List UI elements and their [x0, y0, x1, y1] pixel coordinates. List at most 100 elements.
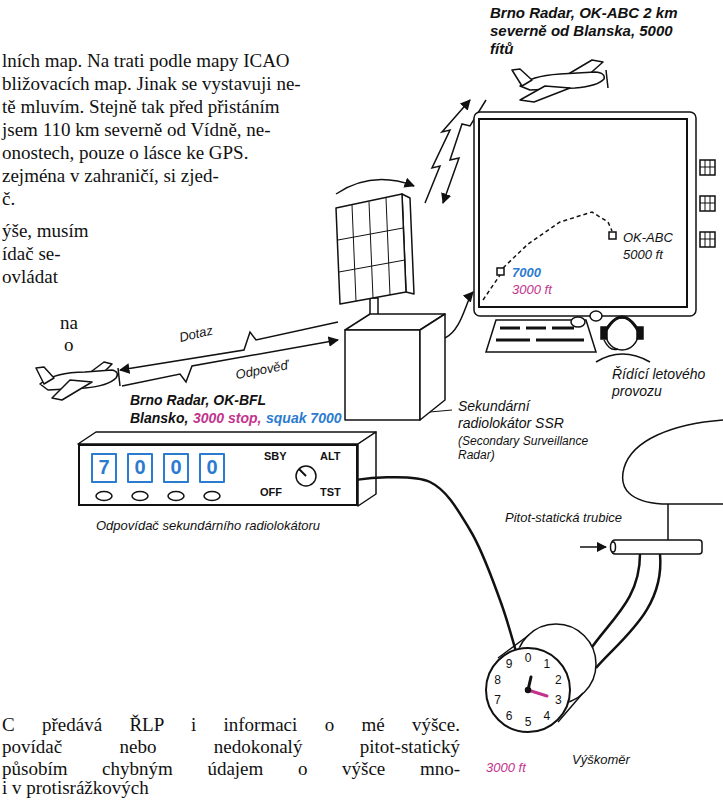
target-blip [497, 268, 504, 275]
transponder-panel: 7000SBYALTOFFTST [78, 444, 358, 506]
altitude-callout: 3000 stop, [193, 410, 261, 427]
aircraft-tail [512, 69, 532, 86]
body-text-line: zejména v zahraničí, si zjed- [2, 165, 219, 187]
transponder-top [78, 432, 376, 444]
pitot-caption: Pitot-statická trubice [505, 510, 622, 526]
code-knob [96, 492, 112, 501]
dial-numeral: 8 [491, 672, 505, 688]
code-digit: 0 [164, 455, 188, 479]
body-text-line: na [60, 312, 78, 334]
ssr-subcaption: (Secondary Surveillance Radar) [458, 434, 598, 463]
track-trail [503, 212, 612, 268]
body-text-line: C předává ŘLP i informaci o mé výšce. [2, 714, 460, 736]
altimeter-caption: Výškoměr [572, 752, 630, 768]
transponder-side [358, 432, 376, 506]
dial-numeral: 7 [491, 692, 505, 708]
aircraft-propeller [606, 70, 608, 88]
controller-hand [590, 311, 602, 321]
display-casing [474, 112, 696, 316]
mode-label: ALT [320, 450, 341, 463]
rotation-arrow [336, 180, 414, 194]
pedestal-front [345, 330, 420, 420]
code-knob [168, 492, 184, 501]
keys [496, 328, 584, 340]
code-digit: 7 [92, 455, 116, 479]
interrogation-reply [120, 322, 338, 386]
aircraft-wing [52, 380, 92, 400]
headphone-cup [637, 327, 643, 339]
transponder-caption: Odpovídač sekundárního radiolokátoru [96, 518, 320, 534]
headphones [604, 317, 640, 334]
reply-signal [122, 340, 338, 386]
code-windows [92, 454, 224, 482]
leader-line [430, 410, 452, 412]
body-text-line: ovládat [2, 266, 58, 288]
aircraft-callout: Brno Radar, OK-BFL [130, 392, 266, 409]
code-knob [132, 492, 148, 501]
body-text-line: povídač nebo nedokonalý pitot-statický [2, 736, 460, 758]
pitot-opening [611, 542, 616, 552]
ssr-caption: Sekundární radiolokátor SSR [458, 398, 588, 432]
altimeter-reading: 3000 ft [486, 760, 526, 776]
code-window [164, 454, 188, 482]
pressure-hose [596, 554, 660, 668]
dial-rim [486, 648, 570, 732]
dial-numeral: 0 [521, 650, 535, 666]
body-text-line: tě mluvím. Stejně tak před přistáním [2, 96, 280, 118]
altimeter-dial: 0123456789 [484, 646, 572, 734]
overhead-aircraft [512, 60, 608, 102]
aircraft-wing [520, 86, 570, 102]
aircraft-callout: Brno Radar, OK-ABC 2 km severně od Blans… [490, 4, 700, 58]
body-text-line: ýše, musím [2, 220, 89, 242]
dial-numeral: 6 [502, 708, 516, 724]
squawk-code: 7000 [512, 265, 541, 281]
mode-label: SBY [264, 450, 287, 463]
track-trail [483, 275, 500, 300]
dial-numeral: 5 [521, 714, 535, 730]
signal-label: Odpověď [234, 357, 290, 383]
radar-console [474, 112, 715, 362]
controller-hand [571, 317, 585, 327]
aircraft-callout: Blansko, [130, 410, 188, 427]
body-text-line: č. [2, 188, 15, 210]
signal-cable [358, 477, 515, 649]
altimeter-body [485, 624, 596, 733]
code-window [128, 454, 152, 482]
aircraft-tail [36, 367, 54, 384]
antenna-grid [338, 198, 405, 301]
controller-caption: Řídící letového provozu [612, 366, 716, 400]
signal-bolt [425, 100, 470, 203]
antenna-plate [336, 194, 406, 304]
code-digit: 0 [128, 455, 152, 479]
code-window [200, 454, 224, 482]
controller-shoulders [596, 354, 650, 362]
mode-dial [296, 466, 316, 486]
body-text-line: o [64, 334, 74, 356]
code-window [92, 454, 116, 482]
body-text-line: působím chybným údajem o výšce mno- [2, 758, 460, 780]
body-text-line: i v protisrážkových [2, 777, 149, 799]
pitot-strut [667, 504, 669, 540]
console-buttons [700, 160, 715, 247]
reported-altitude: 3000 ft [512, 282, 552, 298]
own-aircraft [36, 362, 120, 400]
pitot-assembly [580, 420, 723, 668]
signal-label: Dotaz [178, 323, 215, 346]
dial-numeral: 4 [540, 708, 554, 724]
body-text-line: bližovacích map. Jinak se vystavuji ne- [2, 73, 301, 95]
wing-outline [623, 420, 723, 504]
body-text-line: ídač se- [2, 243, 61, 265]
mode-label: TST [320, 486, 341, 499]
data-link [445, 292, 473, 338]
microphone [604, 340, 618, 350]
dial-numeral: 9 [502, 656, 516, 672]
pressure-hose [590, 554, 640, 650]
dial-pointer [299, 469, 306, 476]
button-grid [700, 160, 715, 247]
ssr-antenna [336, 180, 473, 420]
transponder-body [78, 432, 376, 506]
mode-label: OFF [260, 486, 282, 499]
altimeter-face [485, 647, 571, 733]
hand-hub [526, 688, 531, 693]
code-knob [204, 492, 220, 501]
